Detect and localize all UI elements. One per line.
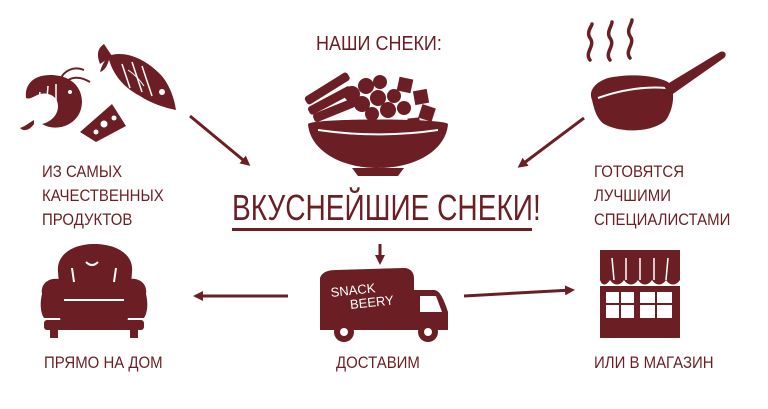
left-top-line-1: ИЗ САМЫХ [42, 162, 123, 181]
arrow-right-bottom [463, 285, 575, 298]
armchair-icon [40, 244, 148, 338]
left-top-line-2: КАЧЕСТВЕННЫХ [42, 186, 164, 205]
shrimp-icon [20, 67, 91, 131]
snack-bowl-icon [304, 72, 448, 176]
headline: ВКУСНЕЙШИЕ СНЕКИ! [232, 187, 541, 228]
arrow-left-top [189, 114, 251, 166]
right-top-line-1: ГОТОВЯТСЯ [594, 162, 685, 181]
right-top-caption: ГОТОВЯТСЯ ЛУЧШИМИ СПЕЦИАЛИСТАМИ [594, 160, 730, 232]
left-top-caption: ИЗ САМЫХ КАЧЕСТВЕННЫХ ПРОДУКТОВ [42, 160, 164, 232]
title: НАШИ СНЕКИ: [316, 33, 442, 55]
right-bottom-caption: ИЛИ В МАГАЗИН [594, 353, 714, 372]
right-top-line-2: ЛУЧШИМИ [594, 186, 671, 205]
delivery-truck-icon [320, 268, 448, 342]
fish-icon [97, 44, 176, 110]
frying-pan-icon [586, 18, 726, 131]
right-top-line-3: СПЕЦИАЛИСТАМИ [594, 210, 731, 229]
cheese-icon [80, 104, 126, 142]
left-top-line-3: ПРОДУКТОВ [42, 210, 133, 229]
store-icon [600, 250, 680, 338]
headline-underline [232, 228, 532, 231]
arrow-right-top [517, 116, 585, 168]
truck-caption: ДОСТАВИМ [336, 353, 420, 372]
left-bottom-caption: ПРЯМО НА ДОМ [44, 353, 163, 372]
